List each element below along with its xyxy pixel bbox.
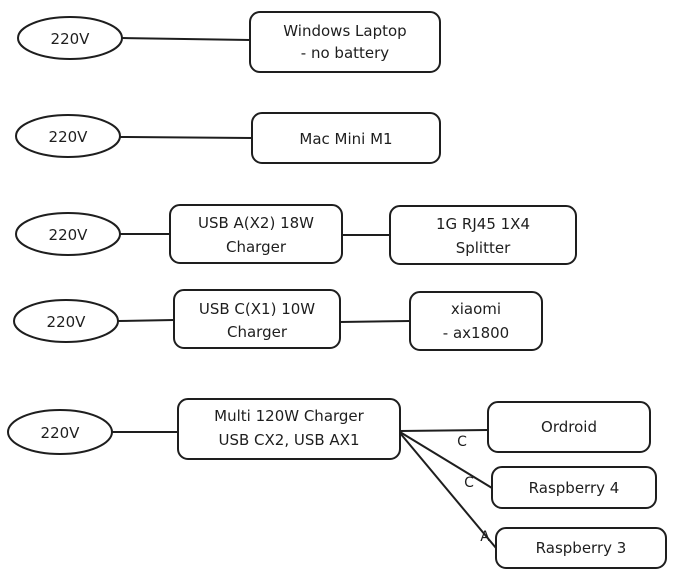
node-label-line-1: Ordroid: [541, 418, 597, 436]
node-usb-a-charger[interactable]: USB A(X2) 18W Charger: [169, 204, 343, 264]
source-label: 220V: [51, 30, 91, 48]
connector-multi-charger-to-raspberry-3: [399, 432, 497, 549]
node-label-line-1: xiaomi: [451, 300, 501, 318]
node-label-line-2: USB CX2, USB AX1: [218, 431, 359, 449]
row-usb-a-charger: 220V USB A(X2) 18W Charger 1G RJ45 1X4 S…: [15, 204, 577, 265]
row-mac-mini: 220V Mac Mini M1: [15, 112, 441, 164]
node-label-line-1: Raspberry 4: [529, 479, 620, 497]
source-label: 220V: [41, 424, 81, 442]
node-label-line-1: USB C(X1) 10W: [199, 300, 315, 318]
node-xiaomi-ax1800[interactable]: xiaomi - ax1800: [409, 291, 543, 351]
source-220v[interactable]: 220V: [7, 409, 113, 455]
connector-220v-to-windows-laptop: [121, 37, 251, 41]
node-label-line-1: Multi 120W Charger: [214, 407, 364, 425]
port-label-raspberry-3: A: [480, 529, 490, 545]
source-220v[interactable]: 220V: [17, 16, 123, 60]
connector-multi-charger-to-ordroid: [399, 429, 489, 432]
node-mac-mini-m1[interactable]: Mac Mini M1: [251, 112, 441, 164]
node-usb-c-charger[interactable]: USB C(X1) 10W Charger: [173, 289, 341, 349]
node-label-line-1: Mac Mini M1: [299, 130, 392, 148]
node-label-line-1: Raspberry 3: [536, 539, 627, 557]
node-label-line-1: 1G RJ45 1X4: [436, 215, 530, 233]
node-label-line-2: Charger: [226, 238, 287, 256]
source-220v[interactable]: 220V: [15, 114, 121, 158]
row-windows-laptop: 220V Windows Laptop - no battery: [17, 11, 441, 73]
source-220v[interactable]: 220V: [13, 299, 119, 343]
node-label-line-2: - ax1800: [443, 324, 509, 342]
node-label-line-2: - no battery: [301, 44, 390, 62]
port-label-raspberry-4: C: [464, 475, 474, 491]
node-windows-laptop[interactable]: Windows Laptop - no battery: [249, 11, 441, 73]
node-label-line-2: Charger: [227, 323, 288, 341]
node-raspberry-4[interactable]: Raspberry 4: [491, 466, 657, 509]
node-ordroid[interactable]: Ordroid: [487, 401, 651, 453]
node-label-line-1: USB A(X2) 18W: [198, 214, 314, 232]
node-raspberry-3[interactable]: Raspberry 3: [495, 527, 667, 569]
connector-usb-c-charger-to-xiaomi: [339, 320, 411, 323]
node-rj45-splitter[interactable]: 1G RJ45 1X4 Splitter: [389, 205, 577, 265]
source-label: 220V: [47, 313, 87, 331]
source-label: 220V: [49, 128, 89, 146]
connector-220v-to-mac-mini: [119, 136, 253, 139]
connector-multi-charger-to-raspberry-4: [399, 431, 493, 489]
source-220v[interactable]: 220V: [15, 212, 121, 256]
node-label-line-1: Windows Laptop: [283, 22, 406, 40]
source-label: 220V: [49, 226, 89, 244]
connector-220v-to-usb-c-charger: [117, 319, 175, 322]
node-multi-charger[interactable]: Multi 120W Charger USB CX2, USB AX1: [177, 398, 401, 460]
row-usb-c-charger: 220V USB C(X1) 10W Charger xiaomi - ax18…: [13, 289, 543, 351]
node-label-line-2: Splitter: [456, 239, 511, 257]
port-label-ordroid: C: [457, 434, 467, 450]
row-multi-charger: C C A 220V Multi 120W Charger USB CX2, U…: [7, 398, 667, 569]
